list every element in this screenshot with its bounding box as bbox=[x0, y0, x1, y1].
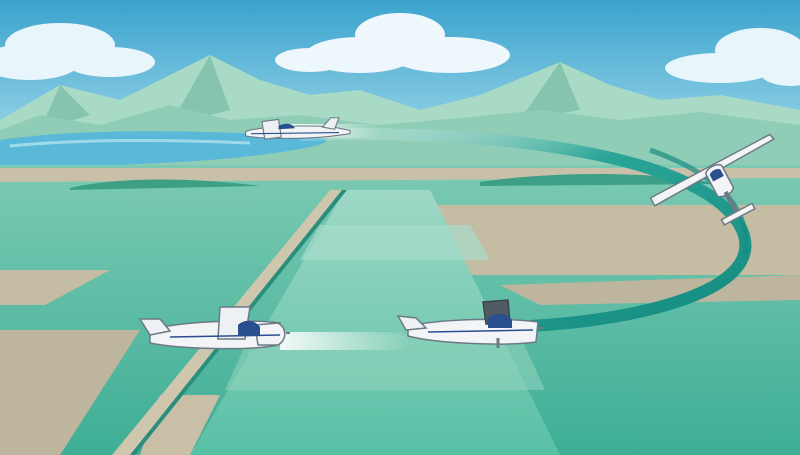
cloud-icon bbox=[0, 23, 155, 80]
field-strip-band bbox=[300, 225, 490, 260]
field-tan bbox=[420, 205, 800, 275]
airplane-icon bbox=[396, 299, 544, 348]
tree-line bbox=[70, 173, 720, 190]
contrail bbox=[280, 332, 410, 350]
field-tan bbox=[0, 270, 110, 305]
cloud-icon bbox=[275, 13, 510, 73]
lake-reflection bbox=[9, 138, 251, 148]
airplane-icon bbox=[244, 117, 351, 140]
airplane-icon bbox=[138, 306, 290, 350]
field-tan bbox=[0, 330, 140, 455]
cloud-icon bbox=[665, 28, 800, 86]
airplane-icon bbox=[649, 133, 776, 226]
